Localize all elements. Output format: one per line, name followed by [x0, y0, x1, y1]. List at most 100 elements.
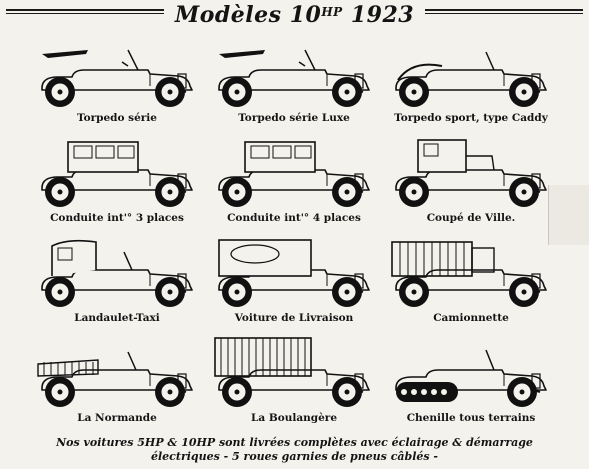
car-drawing: [391, 241, 547, 307]
title-year: 1923: [350, 2, 415, 28]
track-roller: [411, 389, 417, 395]
wheel-hub: [57, 289, 63, 295]
car-body: [218, 69, 370, 91]
car-drawing: [41, 49, 193, 107]
car-label: Voiture de Livraison: [234, 312, 354, 324]
model-cell: Torpedo sport, type Caddy: [382, 30, 560, 130]
windshield: [485, 51, 495, 71]
page-title: Modèles 10HP 1923: [0, 2, 589, 28]
window: [294, 145, 312, 159]
car-label: Conduite int'° 4 places: [227, 212, 361, 224]
model-cell: Chenille tous terrains: [382, 330, 560, 430]
car-label: Landaulet-Taxi: [74, 312, 160, 324]
model-cell: Voiture de Livraison: [205, 230, 383, 330]
windshield: [304, 49, 316, 71]
steering-wheel: [121, 61, 129, 67]
model-cell: Torpedo série: [28, 30, 206, 130]
header-rule-left-thin: [6, 13, 164, 14]
open-chauffeur-seat: [466, 155, 495, 171]
track-roller: [401, 389, 407, 395]
model-cell: Coupé de Ville.: [382, 130, 560, 230]
window: [57, 247, 73, 261]
footer-caption: Nos voitures 5HP & 10HP sont livrées com…: [20, 436, 569, 464]
model-cell: La Normande: [28, 330, 206, 430]
cabin: [244, 141, 316, 173]
car-drawing: [218, 49, 370, 107]
wheel-hub: [167, 89, 173, 95]
windshield: [123, 251, 133, 271]
model-cell: La Boulangère: [205, 330, 383, 430]
van-emblem: [230, 244, 280, 264]
car-drawing: [395, 51, 547, 107]
car-label: Conduite int'° 3 places: [50, 212, 184, 224]
wheel-hub: [167, 289, 173, 295]
model-cell: Torpedo série Luxe: [205, 30, 383, 130]
wheel-hub: [521, 289, 527, 295]
track-roller: [431, 389, 437, 395]
wheel-hub: [167, 189, 173, 195]
boat-tail: [397, 63, 443, 81]
model-cell: Camionnette: [382, 230, 560, 330]
title-hp: HP: [321, 5, 343, 19]
wheel-hub: [521, 89, 527, 95]
wheel-hub: [344, 389, 350, 395]
folded-top: [42, 50, 88, 58]
track-roller: [421, 389, 427, 395]
car-drawing: [218, 141, 370, 207]
car-label: Camionnette: [433, 312, 509, 324]
car-label: La Boulangère: [250, 412, 337, 424]
car-drawing: [41, 141, 193, 207]
window: [423, 143, 439, 157]
windshield: [485, 349, 495, 371]
folded-top: [219, 50, 265, 58]
car-body: [395, 69, 547, 91]
wheel-hub: [521, 189, 527, 195]
window: [250, 145, 270, 159]
windshield: [127, 49, 139, 71]
wheel-hub: [234, 389, 240, 395]
wheel-hub: [519, 389, 525, 395]
wheel-hub: [57, 189, 63, 195]
wheel-hub: [167, 389, 173, 395]
car-drawing: [395, 139, 547, 207]
car-drawing: [395, 349, 547, 407]
wheel-hub: [344, 189, 350, 195]
car-drawing: [218, 239, 370, 307]
car-label: Torpedo série: [77, 112, 157, 124]
wheel-hub: [411, 289, 417, 295]
car-drawing: [37, 351, 193, 407]
title-text: Modèles 10: [174, 2, 322, 28]
car-drawing: [214, 337, 370, 407]
wheel-hub: [344, 89, 350, 95]
window: [272, 145, 292, 159]
track-roller: [441, 389, 447, 395]
car-body: [41, 69, 193, 91]
open-rack: [37, 359, 99, 377]
model-cell: Landaulet-Taxi: [28, 230, 206, 330]
wheel-hub: [57, 89, 63, 95]
window: [95, 145, 115, 159]
wheel-hub: [57, 389, 63, 395]
footer-line-1: Nos voitures 5HP & 10HP sont livrées com…: [56, 436, 533, 449]
window: [73, 145, 93, 159]
bleed-through-panel: [548, 185, 589, 245]
landaulet-top: [51, 239, 97, 276]
car-drawing: [41, 239, 193, 307]
wheel-hub: [344, 289, 350, 295]
cab: [471, 247, 495, 273]
wheel-hub: [234, 289, 240, 295]
car-label: Torpedo série Luxe: [238, 112, 350, 124]
wheel-hub: [234, 189, 240, 195]
wheel-hub: [411, 89, 417, 95]
car-label: La Normande: [77, 412, 157, 424]
wheel-hub: [234, 89, 240, 95]
cabin: [67, 141, 139, 173]
footer-line-2: électriques - 5 roues garnies de pneus c…: [151, 450, 438, 463]
car-label: Chenille tous terrains: [406, 412, 536, 424]
header-rule-left: [6, 9, 164, 11]
model-cell: Conduite int'° 3 places: [28, 130, 206, 230]
model-cell: Conduite int'° 4 places: [205, 130, 383, 230]
car-label: Coupé de Ville.: [426, 212, 516, 224]
header-rule-right-thin: [425, 13, 583, 14]
windshield: [127, 351, 137, 371]
